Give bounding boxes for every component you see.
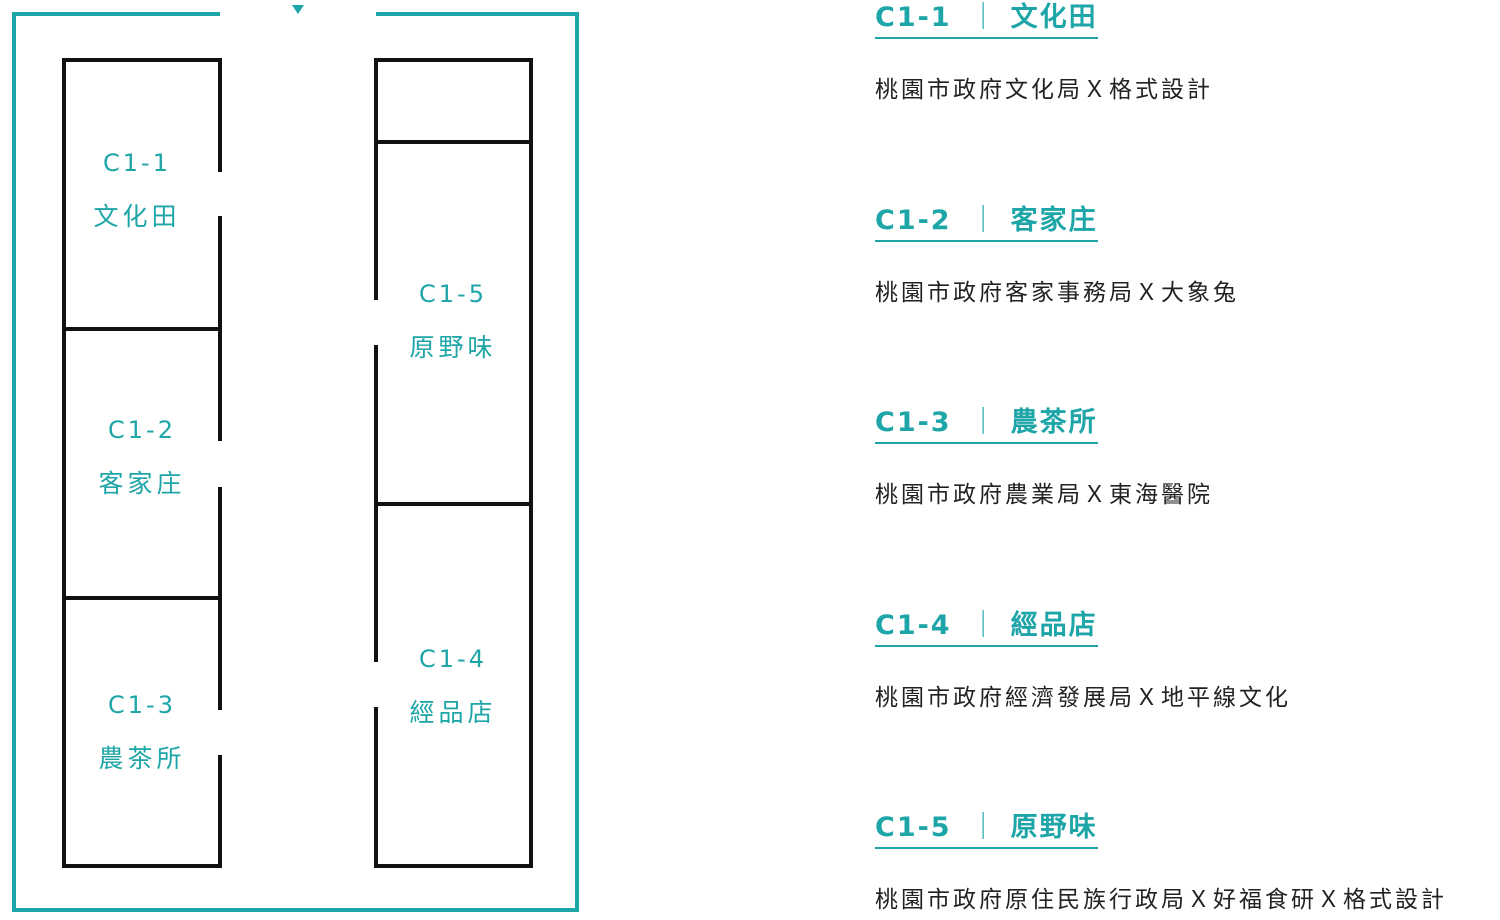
triangle-down-icon	[292, 5, 304, 14]
legend-title: C1-1 ｜ 文化田	[875, 0, 1098, 39]
legend-title: C1-2 ｜ 客家庄	[875, 203, 1098, 242]
legend-code: C1-2	[875, 205, 952, 236]
booth-wall-top-storage	[374, 58, 533, 144]
legend-booth-name: 客家庄	[1010, 205, 1098, 236]
booth-c1-3-name: 農茶所	[98, 744, 185, 773]
legend-description: 桃園市政府原住民族行政局Ｘ好福食研Ｘ格式設計	[875, 887, 1447, 913]
legend-code: C1-4	[875, 610, 952, 641]
booth-legend: C1-1 ｜ 文化田 桃園市政府文化局Ｘ格式設計 C1-2 ｜ 客家庄 桃園市政府客家事…	[875, 0, 1495, 920]
legend-booth-name: 農茶所	[1010, 407, 1098, 438]
legend-booth-name: 文化田	[1010, 2, 1098, 33]
legend-description: 桃園市政府經濟發展局Ｘ地平線文化	[875, 685, 1291, 711]
legend-description: 桃園市政府客家事務局Ｘ大象兔	[875, 280, 1239, 306]
legend-code: C1-3	[875, 407, 952, 438]
legend-title: C1-4 ｜ 經品店	[875, 608, 1098, 647]
legend-booth-name: 原野味	[1010, 812, 1098, 843]
legend-title: C1-3 ｜ 農茶所	[875, 405, 1098, 444]
legend-separator: ｜	[969, 2, 999, 33]
booth-c1-1-name: 文化田	[93, 202, 180, 231]
legend-separator: ｜	[969, 205, 999, 236]
legend-code: C1-5	[875, 812, 952, 843]
outer-boundary	[12, 12, 579, 912]
booth-c1-2-name: 客家庄	[98, 469, 185, 498]
legend-code: C1-1	[875, 2, 952, 33]
booth-wall-c1-4	[374, 504, 533, 868]
legend-item-c1-3: C1-3 ｜ 農茶所 桃園市政府農業局Ｘ東海醫院	[875, 405, 1213, 510]
right-booth-column	[374, 58, 533, 868]
floor-plan: C1-1 文化田 C1-2 客家庄 C1-3 農茶所 C1-5 原野味 C1-4…	[12, 5, 579, 912]
booth-c1-4-name: 經品店	[409, 698, 496, 727]
legend-description: 桃園市政府文化局Ｘ格式設計	[875, 77, 1213, 103]
booth-c1-4-code: C1-4	[419, 645, 487, 673]
booth-wall-c1-1	[62, 58, 222, 331]
legend-separator: ｜	[969, 610, 999, 641]
legend-item-c1-5: C1-5 ｜ 原野味 桃園市政府原住民族行政局Ｘ好福食研Ｘ格式設計	[875, 810, 1447, 915]
booth-c1-1-code: C1-1	[103, 149, 171, 177]
legend-separator: ｜	[969, 407, 999, 438]
legend-separator: ｜	[969, 812, 999, 843]
booth-wall-c1-5	[374, 142, 533, 506]
legend-title: C1-5 ｜ 原野味	[875, 810, 1098, 849]
legend-description: 桃園市政府農業局Ｘ東海醫院	[875, 482, 1213, 508]
legend-item-c1-2: C1-2 ｜ 客家庄 桃園市政府客家事務局Ｘ大象兔	[875, 203, 1239, 308]
booth-wall-c1-2	[62, 329, 222, 600]
booth-c1-3-code: C1-3	[108, 691, 176, 719]
booth-c1-5-code: C1-5	[419, 280, 487, 308]
legend-item-c1-4: C1-4 ｜ 經品店 桃園市政府經濟發展局Ｘ地平線文化	[875, 608, 1291, 713]
booth-c1-5-name: 原野味	[409, 333, 496, 362]
left-booth-column	[62, 58, 222, 868]
booth-wall-c1-3	[62, 598, 222, 868]
legend-booth-name: 經品店	[1010, 610, 1098, 641]
booth-c1-2-code: C1-2	[108, 416, 176, 444]
legend-item-c1-1: C1-1 ｜ 文化田 桃園市政府文化局Ｘ格式設計	[875, 0, 1213, 105]
